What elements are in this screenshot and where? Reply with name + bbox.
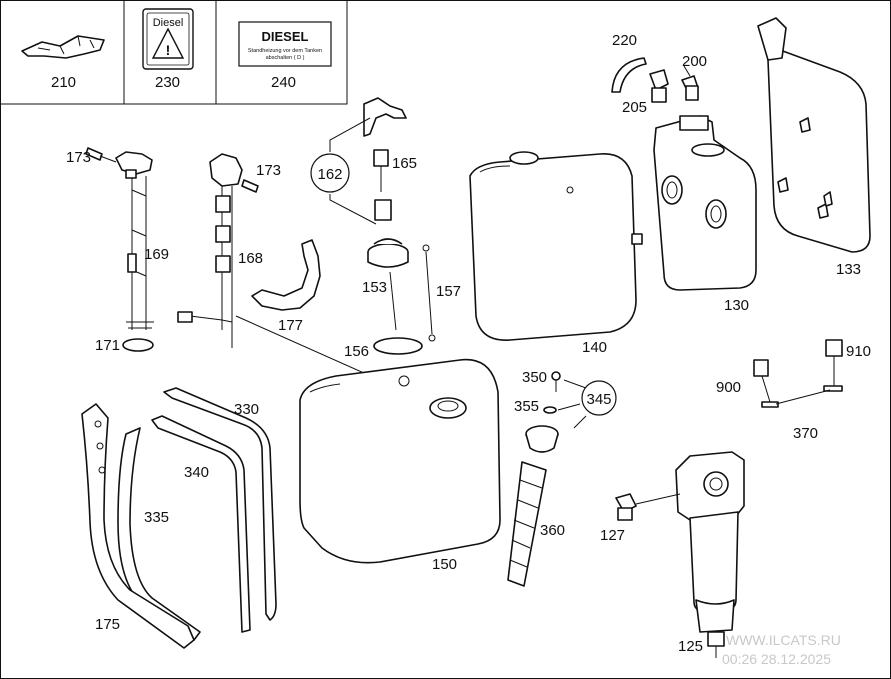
strap-175-icon[interactable]: [81, 403, 195, 649]
diesel-warning-sticker-icon[interactable]: !: [142, 8, 194, 70]
part-number[interactable]: 171: [95, 337, 120, 354]
retaining-cable-157-icon[interactable]: [422, 244, 436, 342]
svg-text:!: !: [166, 42, 171, 58]
tank-130-icon[interactable]: [653, 115, 757, 291]
strainer-360-icon[interactable]: [507, 461, 547, 587]
label-title: DIESEL: [262, 29, 309, 44]
part-number[interactable]: 133: [836, 261, 861, 278]
tank-cap-153-icon[interactable]: [367, 238, 409, 331]
holder-177-icon[interactable]: [251, 239, 321, 311]
pad-340-icon[interactable]: [151, 415, 251, 633]
tank-133-icon[interactable]: [757, 17, 871, 253]
part-number[interactable]: 210: [51, 74, 76, 91]
part-number[interactable]: 165: [392, 155, 417, 172]
header-boxes: [0, 0, 348, 105]
part-number[interactable]: 173: [256, 162, 281, 179]
cable-370-icon[interactable]: [775, 389, 831, 405]
part-number[interactable]: 177: [278, 317, 303, 334]
filler-neck-icon[interactable]: [525, 425, 559, 453]
part-number[interactable]: 150: [432, 556, 457, 573]
watermark-site: WWW.ILCATS.RU: [726, 632, 841, 648]
part-number[interactable]: 157: [436, 283, 461, 300]
bolt-173-icon[interactable]: [85, 147, 103, 161]
part-number[interactable]: 355: [514, 398, 539, 415]
washer-355-icon[interactable]: [543, 406, 557, 414]
label-line-2: abschalten ( D ): [266, 55, 305, 61]
plug-127-icon[interactable]: [615, 493, 637, 521]
part-number[interactable]: 350: [522, 369, 547, 386]
part-number[interactable]: 127: [600, 527, 625, 544]
part-number[interactable]: 169: [144, 246, 169, 263]
watermark-timestamp: 00:26 28.12.2025: [722, 651, 831, 667]
part-number[interactable]: 345: [586, 391, 611, 408]
tank-150-icon[interactable]: [299, 358, 501, 564]
part-number[interactable]: 220: [612, 32, 637, 49]
connector-910-icon[interactable]: [823, 339, 843, 392]
valve-205-icon[interactable]: [649, 69, 669, 103]
pad-335-icon[interactable]: [117, 427, 201, 641]
fuel-filter-125-icon[interactable]: [675, 451, 745, 658]
part-number[interactable]: 168: [238, 250, 263, 267]
level-sensor-168-icon[interactable]: [177, 153, 243, 348]
part-number[interactable]: 910: [846, 343, 871, 360]
fitting-200-icon[interactable]: [681, 75, 699, 101]
part-number[interactable]: 340: [184, 464, 209, 481]
part-number[interactable]: 125: [678, 638, 703, 655]
part-number[interactable]: 162: [317, 166, 342, 183]
part-number[interactable]: 173: [66, 149, 91, 166]
level-sensor-169-icon[interactable]: [115, 151, 154, 330]
part-number[interactable]: 230: [155, 74, 180, 91]
seal-ring-171-icon[interactable]: [122, 338, 154, 352]
part-number[interactable]: 205: [622, 99, 647, 116]
pipe-220-icon[interactable]: [611, 57, 647, 93]
part-number[interactable]: 130: [724, 297, 749, 314]
leader-line: [235, 315, 385, 383]
key-set-162-icon[interactable]: [363, 97, 407, 221]
part-number[interactable]: 156: [344, 343, 369, 360]
part-number[interactable]: 900: [716, 379, 741, 396]
tank-140-icon[interactable]: [469, 151, 643, 341]
part-number[interactable]: 370: [793, 425, 818, 442]
bracket-210-icon[interactable]: [21, 35, 105, 59]
part-number[interactable]: 240: [271, 74, 296, 91]
screw-350-icon[interactable]: [551, 371, 561, 392]
part-number[interactable]: 140: [582, 339, 607, 356]
bolt-173-icon[interactable]: [241, 179, 259, 193]
diesel-label-icon[interactable]: [238, 21, 332, 67]
part-number[interactable]: 335: [144, 509, 169, 526]
strap-330-icon[interactable]: [163, 387, 277, 621]
label-line-1: Standheizung vor dem Tanken: [248, 48, 322, 54]
seal-156-icon[interactable]: [373, 337, 423, 355]
part-number[interactable]: 330: [234, 401, 259, 418]
connector-900-icon[interactable]: [753, 359, 779, 408]
part-number[interactable]: 360: [540, 522, 565, 539]
part-number[interactable]: 153: [362, 279, 387, 296]
sticker-text: Diesel: [153, 17, 184, 29]
part-number[interactable]: 200: [682, 53, 707, 70]
part-number[interactable]: 175: [95, 616, 120, 633]
